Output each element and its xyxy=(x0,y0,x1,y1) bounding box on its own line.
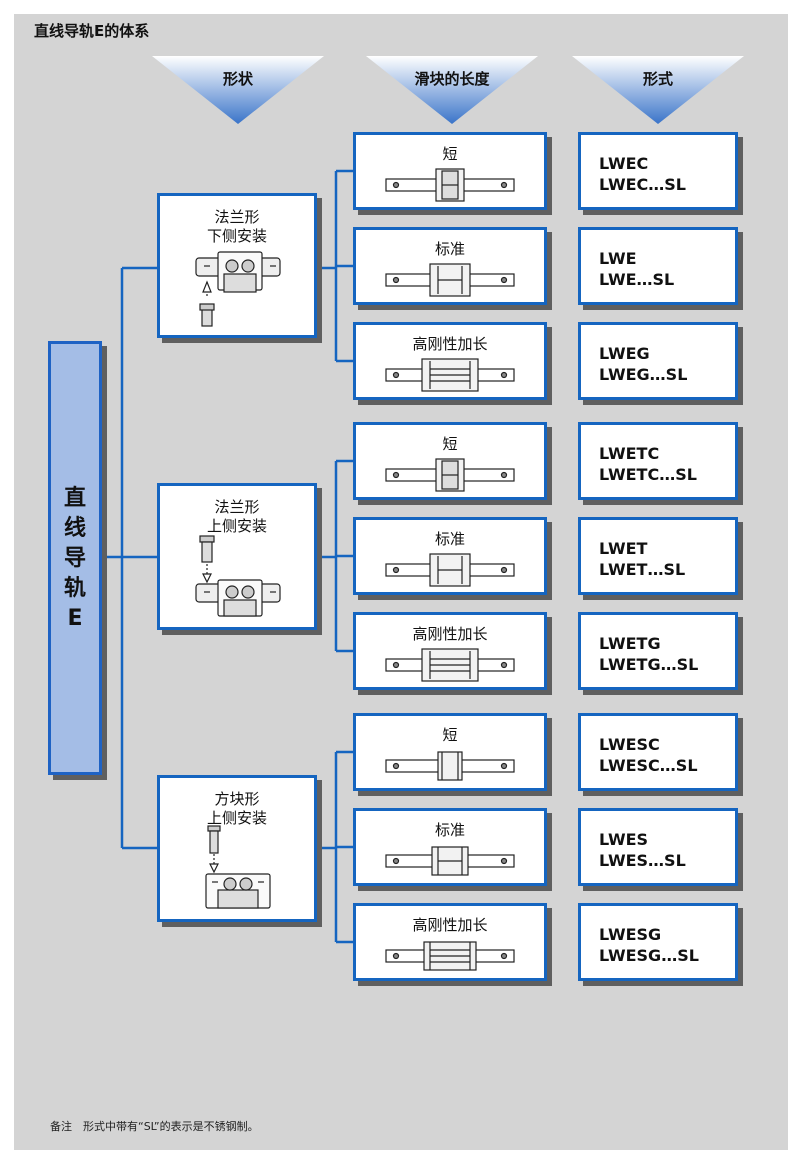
header-shape-label: 形状 xyxy=(222,70,253,88)
length-label: 标准 xyxy=(434,821,465,839)
length-label: 短 xyxy=(442,435,458,453)
shape-label: 方块形上侧安装 xyxy=(206,790,267,827)
shape-label: 法兰形上侧安装 xyxy=(206,498,267,535)
length-label: 高刚性加长 xyxy=(412,916,488,934)
length-box-long: 高刚性加长 xyxy=(353,322,547,400)
long-block-rail-icon xyxy=(385,941,515,971)
short-block-rail-icon xyxy=(385,458,515,492)
length-box-long: 高刚性加长 xyxy=(353,903,547,981)
root-box: 直 线 导 轨 E xyxy=(48,341,102,775)
length-box-standard: 标准 xyxy=(353,517,547,595)
length-label: 短 xyxy=(442,145,458,163)
header-type-label: 形式 xyxy=(642,70,673,88)
length-box-short: 短 xyxy=(353,132,547,210)
header-length-label: 滑块的长度 xyxy=(414,70,490,88)
length-label: 高刚性加长 xyxy=(412,335,488,353)
footnote: 备注 形式中带有“SL”的表示是不锈钢制。 xyxy=(50,1120,259,1133)
length-box-long: 高刚性加长 xyxy=(353,612,547,690)
header-arrow-icon xyxy=(366,56,538,124)
length-label: 短 xyxy=(442,726,458,744)
length-box-short: 短 xyxy=(353,713,547,791)
standard-block-rail-icon xyxy=(385,553,515,587)
root-label: 直 线 导 轨 E xyxy=(63,486,86,631)
length-label: 标准 xyxy=(434,530,465,548)
standard-block-rail-icon xyxy=(385,846,515,876)
length-box-short: 短 xyxy=(353,422,547,500)
flange-bottom-mount-icon xyxy=(195,251,281,327)
length-box-standard: 标准 xyxy=(353,808,547,886)
header-type: 形式 xyxy=(572,56,744,124)
page-title: 直线导轨E的体系 xyxy=(34,22,150,40)
header-arrow-icon xyxy=(152,56,324,124)
shape-box-square-top: 方块形上侧安装 xyxy=(157,775,317,922)
short-block-rail-icon xyxy=(385,168,515,202)
shape-box-flange-top: 法兰形上侧安装 xyxy=(157,483,317,630)
length-box-standard: 标准 xyxy=(353,227,547,305)
shape-label: 法兰形下侧安装 xyxy=(206,208,267,245)
shape-box-flange-bottom: 法兰形下侧安装 xyxy=(157,193,317,338)
standard-block-rail-icon xyxy=(385,263,515,297)
square-top-mount-icon xyxy=(205,825,271,909)
flange-top-mount-icon xyxy=(195,535,281,617)
long-block-rail-icon xyxy=(385,358,515,392)
length-label: 高刚性加长 xyxy=(412,625,488,643)
header-length: 滑块的长度 xyxy=(366,56,538,124)
length-label: 标准 xyxy=(434,240,465,258)
long-block-rail-icon xyxy=(385,648,515,682)
header-arrow-icon xyxy=(572,56,744,124)
header-shape: 形状 xyxy=(152,56,324,124)
short-block-rail-icon xyxy=(385,751,515,781)
